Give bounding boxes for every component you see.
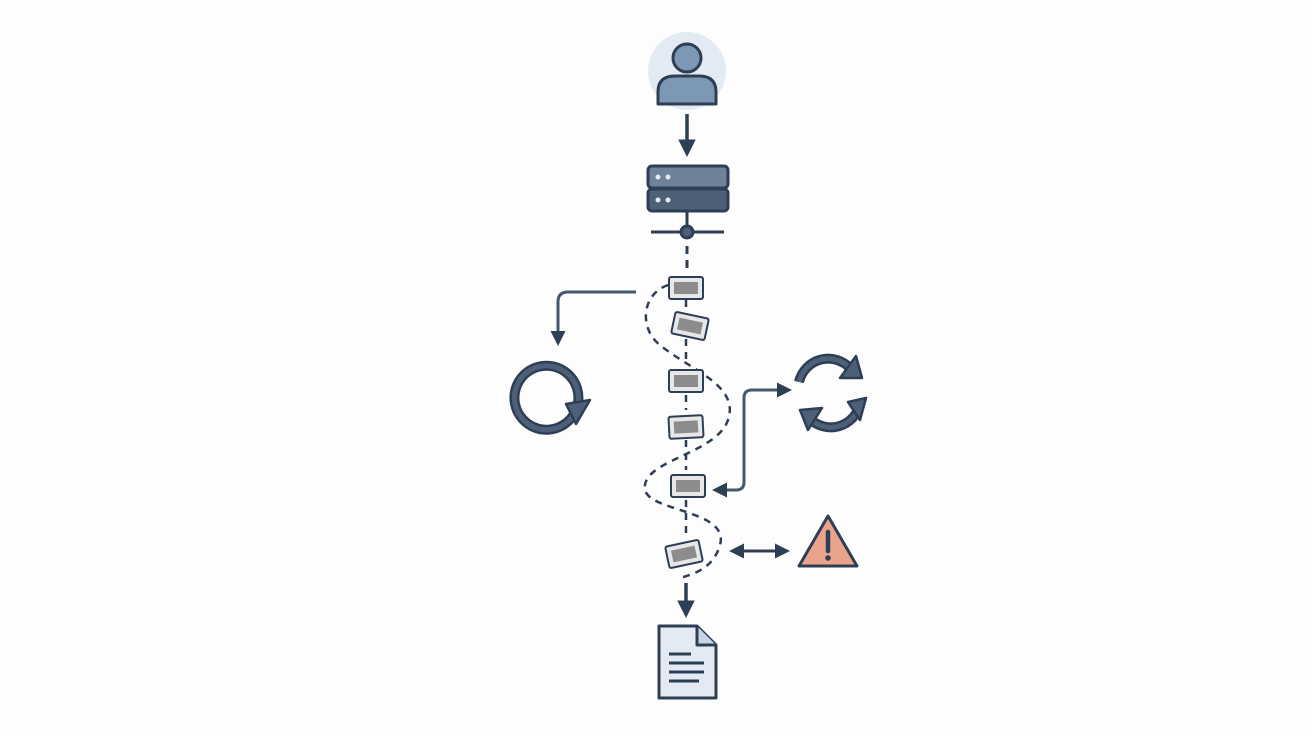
document-icon — [657, 624, 718, 700]
sync-cycle-icon — [794, 353, 868, 433]
token-1 — [668, 276, 704, 300]
token-5 — [670, 474, 706, 498]
token-2 — [670, 311, 710, 341]
token-4 — [667, 414, 705, 440]
server-icon — [646, 164, 730, 240]
token-stream-path-left — [643, 283, 732, 580]
sync-token-link-arrow — [712, 382, 792, 498]
token-3 — [668, 369, 704, 393]
user-icon — [648, 32, 726, 110]
token-6 — [664, 539, 704, 569]
refresh-single-icon — [509, 360, 592, 435]
warning-triangle-icon — [797, 514, 859, 568]
branch-to-retry-arrow — [550, 290, 636, 346]
